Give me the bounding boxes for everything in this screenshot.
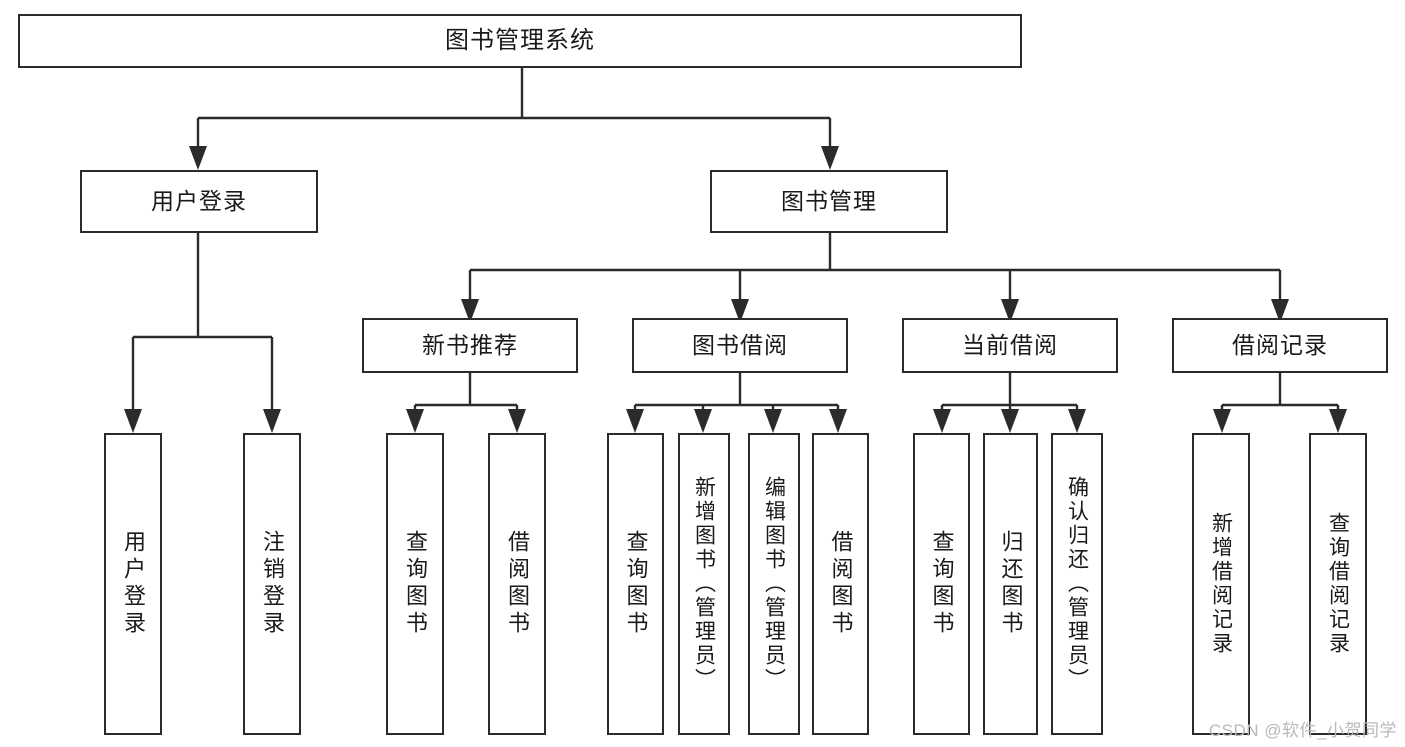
node-leaf-return-book-label: 归还图书 [998, 530, 1024, 638]
node-root-label: 图书管理系统 [445, 26, 595, 54]
node-borrow-record[interactable]: 借阅记录 [1172, 318, 1388, 373]
node-leaf-edit-book-label: 编辑图书（管理员） [762, 476, 786, 692]
node-leaf-user-login-label: 用户登录 [121, 530, 146, 638]
node-leaf-confirm-return-label: 确认归还（管理员） [1065, 476, 1089, 692]
arrowhead-add-record [1213, 409, 1231, 433]
node-leaf-query-book-2[interactable]: 查询图书 [607, 433, 664, 735]
node-leaf-query-record[interactable]: 查询借阅记录 [1309, 433, 1367, 735]
node-book-borrow[interactable]: 图书借阅 [632, 318, 848, 373]
node-book-manage-label: 图书管理 [781, 187, 877, 214]
node-leaf-add-book[interactable]: 新增图书（管理员） [678, 433, 730, 735]
node-leaf-add-record[interactable]: 新增借阅记录 [1192, 433, 1250, 735]
node-new-book-recommend[interactable]: 新书推荐 [362, 318, 578, 373]
node-leaf-query-book-3-label: 查询图书 [929, 530, 955, 638]
node-leaf-borrow-book-2-label: 借阅图书 [828, 530, 854, 638]
arrowhead-user-login [189, 146, 207, 170]
node-leaf-logout[interactable]: 注销登录 [243, 433, 301, 735]
node-root[interactable]: 图书管理系统 [18, 14, 1022, 68]
node-leaf-borrow-book-2[interactable]: 借阅图书 [812, 433, 869, 735]
node-leaf-logout-label: 注销登录 [260, 530, 285, 638]
arrowhead-book-manage [821, 146, 839, 170]
node-leaf-query-record-label: 查询借阅记录 [1326, 512, 1350, 656]
arrowhead-leaf-logout [263, 409, 281, 433]
node-leaf-query-book-2-label: 查询图书 [623, 530, 649, 638]
node-leaf-query-book-1[interactable]: 查询图书 [386, 433, 444, 735]
node-current-borrow[interactable]: 当前借阅 [902, 318, 1118, 373]
arrowhead-leaf-user-login [124, 409, 142, 433]
arrowhead-query-book-1 [406, 409, 424, 433]
node-user-login-label: 用户登录 [151, 187, 247, 214]
node-current-borrow-label: 当前借阅 [962, 331, 1058, 358]
arrowhead-query-record [1329, 409, 1347, 433]
node-leaf-add-book-label: 新增图书（管理员） [692, 476, 716, 692]
node-leaf-query-book-3[interactable]: 查询图书 [913, 433, 970, 735]
arrowhead-borrow-book-1 [508, 409, 526, 433]
arrowhead-edit-book [764, 409, 782, 433]
arrowhead-query-book-2 [626, 409, 644, 433]
arrowhead-borrow-book-2 [829, 409, 847, 433]
node-leaf-edit-book[interactable]: 编辑图书（管理员） [748, 433, 800, 735]
watermark: CSDN @软件_小贺同学 [1208, 721, 1397, 740]
node-leaf-add-record-label: 新增借阅记录 [1209, 512, 1233, 656]
node-leaf-query-book-1-label: 查询图书 [403, 530, 428, 638]
node-book-borrow-label: 图书借阅 [692, 331, 788, 358]
node-leaf-confirm-return[interactable]: 确认归还（管理员） [1051, 433, 1103, 735]
arrowhead-confirm-return [1068, 409, 1086, 433]
node-leaf-user-login[interactable]: 用户登录 [104, 433, 162, 735]
arrowhead-add-book [694, 409, 712, 433]
node-leaf-borrow-book-1-label: 借阅图书 [505, 530, 530, 638]
node-leaf-borrow-book-1[interactable]: 借阅图书 [488, 433, 546, 735]
node-new-book-recommend-label: 新书推荐 [422, 331, 518, 358]
arrowhead-query-book-3 [933, 409, 951, 433]
node-book-manage[interactable]: 图书管理 [710, 170, 948, 233]
node-borrow-record-label: 借阅记录 [1232, 331, 1328, 358]
node-leaf-return-book[interactable]: 归还图书 [983, 433, 1038, 735]
node-user-login[interactable]: 用户登录 [80, 170, 318, 233]
arrowhead-return-book [1001, 409, 1019, 433]
